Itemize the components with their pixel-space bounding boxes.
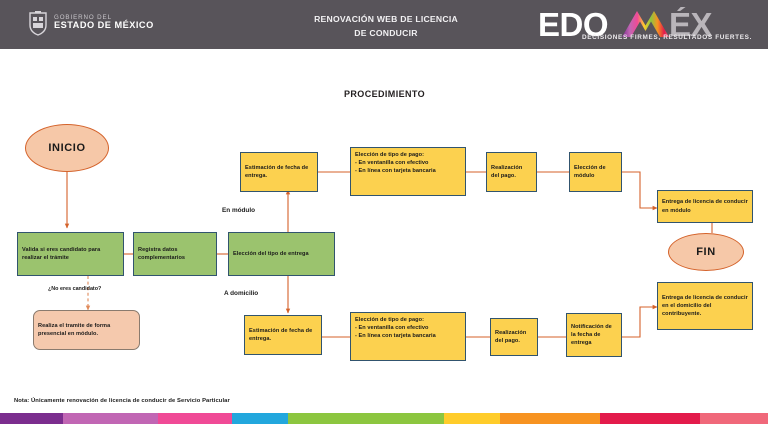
node-realizacion-pago-domicilio-label: Realización del pago. [495, 329, 527, 344]
gobierno-logo-line1: GOBIERNO DEL [54, 13, 112, 21]
branch-label-no-candidato-text: ¿No eres candidato? [48, 286, 102, 292]
colorbar-segment-6 [444, 413, 500, 424]
edge-label-a-domicilio: A domicilio [224, 290, 259, 297]
node-realizacion-pago-modulo[interactable]: Realización del pago. [486, 152, 537, 192]
node-eleccion-pago-domicilio-option-2: - En línea con tarjeta bancaria [355, 333, 436, 340]
footer-note: Nota: Únicamente renovación de licencia … [14, 398, 230, 404]
node-eleccion-pago-domicilio-option-1: - En ventanilla con efectivo [355, 325, 429, 332]
shield-icon [28, 10, 48, 36]
page-header: GOBIERNO DEL ESTADO DE MÉXICO RENOVACIÓN… [0, 0, 768, 49]
branch-label-no-candidato: ¿No eres candidato? [48, 285, 101, 293]
node-tramite-presencial-label: Realiza el tramite de forma presencial e… [38, 322, 111, 337]
colorbar-segment-1 [0, 413, 63, 424]
footer-colorbar [0, 413, 768, 424]
gobierno-logo-text: GOBIERNO DEL ESTADO DE MÉXICO [54, 13, 154, 31]
node-entrega-licencia-modulo-label: Entrega de licencia de conducir en módul… [662, 199, 748, 214]
node-eleccion-tipo-entrega-label: Elección del tipo de entrega [233, 250, 309, 257]
node-eleccion-pago-modulo[interactable]: Elección de tipo de pago: - En ventanill… [350, 147, 466, 196]
node-valida-candidato-label: Valida si eres candidato para realizar e… [22, 246, 101, 261]
node-eleccion-pago-domicilio-title: Elección de tipo de pago: [355, 317, 425, 323]
node-eleccion-pago-domicilio[interactable]: Elección de tipo de pago: - En ventanill… [350, 312, 466, 361]
node-estimacion-fecha-domicilio-label: Estimación de fecha de entrega. [249, 327, 313, 342]
edomex-logo: EDO ÉX [538, 7, 713, 43]
svg-text:ÉX: ÉX [669, 7, 713, 43]
header-title-line1: RENOVACIÓN WEB DE LICENCIA [314, 14, 458, 24]
header-title-line2: DE CONDUCIR [354, 28, 418, 39]
node-realizacion-pago-modulo-label: Realización del pago. [491, 164, 523, 179]
node-eleccion-de-modulo[interactable]: Elección de módulo [569, 152, 622, 192]
node-realizacion-pago-domicilio[interactable]: Realización del pago. [490, 318, 538, 356]
node-tramite-presencial[interactable]: Realiza el tramite de forma presencial e… [33, 310, 140, 350]
colorbar-segment-7 [500, 413, 600, 424]
edomex-tagline: DECISIONES FIRMES, RESULTADOS FUERTES. [581, 34, 752, 41]
colorbar-segment-8 [600, 413, 700, 424]
gobierno-logo-line2: ESTADO DE MÉXICO [54, 20, 154, 31]
colorbar-segment-9 [700, 413, 768, 424]
gobierno-logo: GOBIERNO DEL ESTADO DE MÉXICO [28, 10, 154, 36]
node-estimacion-fecha-domicilio[interactable]: Estimación de fecha de entrega. [244, 315, 322, 355]
node-eleccion-pago-modulo-title: Elección de tipo de pago: [355, 152, 425, 158]
svg-text:EDO: EDO [538, 7, 608, 43]
node-registra-datos-label: Registra datos complementarios [138, 246, 186, 261]
node-entrega-licencia-modulo[interactable]: Entrega de licencia de conducir en módul… [657, 190, 753, 223]
colorbar-segment-3 [158, 413, 232, 424]
node-eleccion-de-modulo-label: Elección de módulo [574, 164, 606, 179]
colorbar-segment-5 [288, 413, 444, 424]
node-estimacion-fecha-modulo-label: Estimación de fecha de entrega. [245, 164, 309, 179]
node-eleccion-pago-modulo-option-2: - En línea con tarjeta bancaria [355, 168, 436, 175]
flow-end-fin[interactable]: FIN [668, 233, 744, 271]
colorbar-segment-2 [63, 413, 158, 424]
colorbar-segment-4 [232, 413, 288, 424]
flow-start-inicio[interactable]: INICIO [25, 124, 109, 172]
node-notificacion-fecha[interactable]: Notificación de la fecha de entrega [566, 313, 622, 357]
node-notificacion-fecha-label: Notificación de la fecha de entrega [571, 323, 612, 347]
edge-label-en-modulo: En módulo [222, 207, 256, 214]
node-registra-datos[interactable]: Registra datos complementarios [133, 232, 217, 276]
node-entrega-licencia-domicilio[interactable]: Entrega de licencia de conducir en el do… [657, 282, 753, 330]
page-title-header: RENOVACIÓN WEB DE LICENCIA DE CONDUCIR [236, 12, 536, 40]
node-estimacion-fecha-modulo[interactable]: Estimación de fecha de entrega. [240, 152, 318, 192]
node-eleccion-tipo-entrega[interactable]: Elección del tipo de entrega [228, 232, 335, 276]
node-entrega-licencia-domicilio-label: Entrega de licencia de conducir en el do… [662, 294, 748, 318]
section-title: PROCEDIMIENTO [344, 89, 426, 99]
node-eleccion-pago-modulo-option-1: - En ventanilla con efectivo [355, 160, 429, 167]
node-valida-candidato[interactable]: Valida si eres candidato para realizar e… [17, 232, 124, 276]
